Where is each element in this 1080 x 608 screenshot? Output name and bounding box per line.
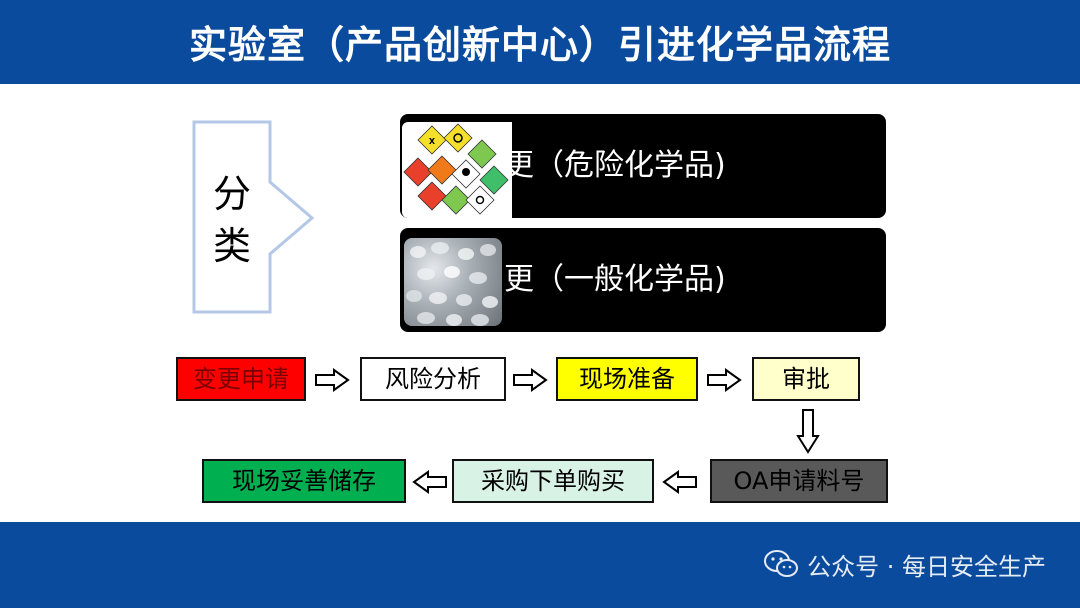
hazard-diamonds-icon: X (403, 123, 509, 215)
arrow-down (796, 409, 820, 454)
pellets-icon (406, 242, 498, 326)
classify-arrow-shape (192, 120, 315, 314)
category-general-label: 更（一般化学品) (504, 262, 726, 297)
arrow-right-3 (707, 368, 742, 392)
step-proper-storage: 现场妥善储存 (202, 459, 406, 503)
step-site-preparation: 现场准备 (556, 357, 698, 401)
category-hazardous: X 更（危险化学品) (400, 114, 886, 218)
arrow-left-1 (662, 470, 697, 494)
wechat-icon (764, 550, 799, 577)
category-hazardous-label: 更（危险化学品) (504, 148, 726, 183)
step-change-request: 变更申请 (176, 357, 306, 401)
step-purchase-order: 采购下单购买 (452, 459, 654, 503)
footer-band (0, 522, 1080, 608)
watermark: 公众号 · 每日安全生产 (763, 546, 1046, 582)
step-oa-material-number: OA申请料号 (710, 459, 888, 503)
page-title: 实验室（产品创新中心）引进化学品流程 (188, 23, 891, 67)
category-general: 更（一般化学品) (400, 228, 886, 332)
watermark-text: 公众号 · 每日安全生产 (807, 552, 1046, 581)
pellets-image (404, 238, 502, 326)
hazard-x-symbol: X (429, 137, 436, 146)
arrow-left-2 (412, 470, 447, 494)
arrow-right-2 (513, 368, 548, 392)
step-risk-analysis: 风险分析 (360, 357, 506, 401)
hazard-symbols-image: X (402, 122, 512, 218)
arrow-right-1 (315, 368, 350, 392)
classify-label: 分类 (212, 172, 251, 268)
header-band (0, 0, 1080, 84)
step-approval: 审批 (752, 357, 860, 401)
